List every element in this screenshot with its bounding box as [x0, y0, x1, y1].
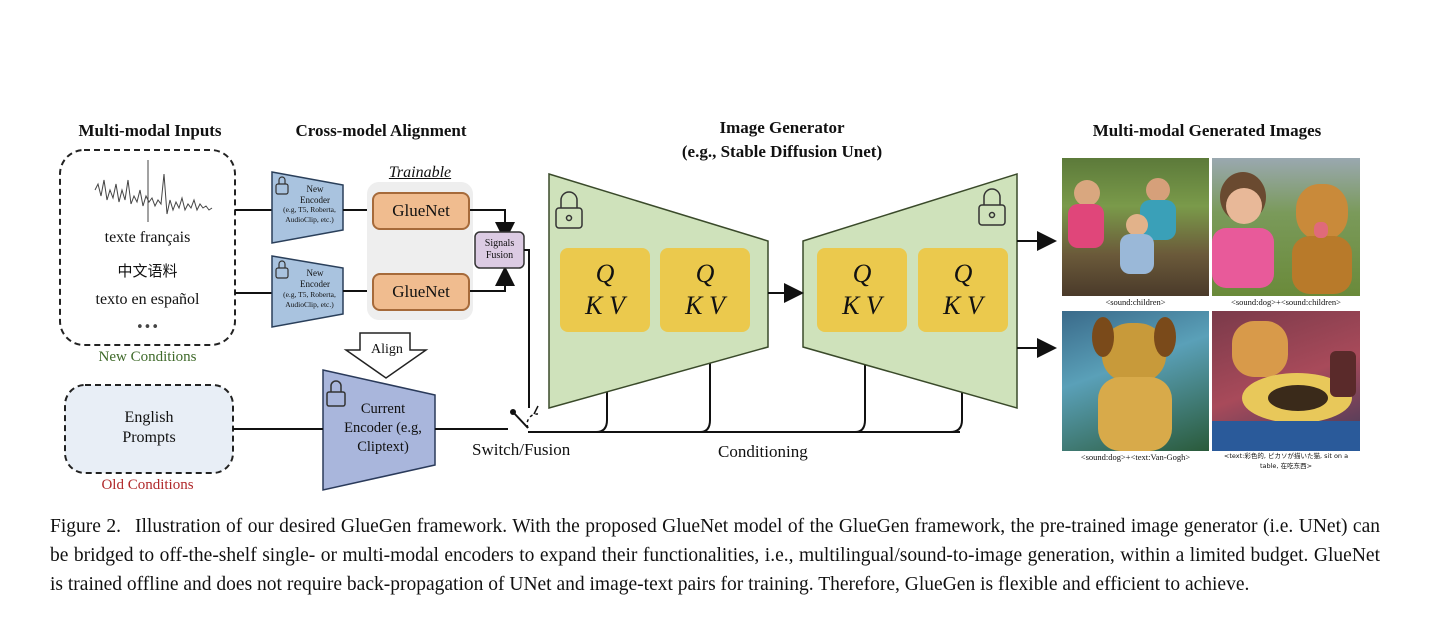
align-arrow	[343, 332, 429, 379]
header-generator-line2: (e.g., Stable Diffusion Unet)	[681, 142, 883, 161]
figure-label: Figure 2.	[50, 516, 121, 537]
signals-fusion-label: Signals Fusion	[484, 238, 515, 261]
generated-image-vangogh-dog	[1062, 311, 1209, 451]
new-conditions-label: New Conditions	[98, 349, 197, 365]
attention-block-4	[918, 248, 1008, 332]
switch-icon	[510, 405, 539, 429]
input-more: •••	[135, 320, 159, 335]
new-conditions-box	[59, 149, 236, 346]
caption-vangogh-dog: <sound:dog>+<text:Van-Gogh>	[1080, 452, 1191, 462]
align-label: Align	[371, 342, 403, 357]
input-french: texte français	[104, 229, 191, 246]
switch-fusion-label: Switch/Fusion	[472, 440, 571, 459]
unet-up-block	[802, 172, 1018, 409]
current-encoder	[322, 369, 436, 491]
old-conditions-label: Old Conditions	[101, 477, 194, 493]
new-encoder-1-examples: (e.g, T5, Roberta, AudioClip, etc.)	[283, 205, 336, 224]
unet-down-block	[548, 172, 769, 409]
attention-block-1	[560, 248, 650, 332]
new-encoder-2	[271, 255, 344, 328]
input-chinese: 中文语料	[117, 262, 178, 280]
caption-picasso-cat: <text:彩色的, ピカソが描いた猫, sit on a table, 在吃东…	[1223, 452, 1349, 470]
attention-block-3	[817, 248, 907, 332]
header-alignment: Cross-model Alignment	[295, 121, 467, 140]
generated-image-picasso-cat	[1212, 311, 1360, 451]
new-encoder-1-label: New Encoder	[300, 184, 330, 205]
attention-block-2	[660, 248, 750, 332]
input-spanish: texto en español	[95, 291, 200, 308]
english-line1: English	[124, 409, 174, 426]
current-encoder-label: Current Encoder (e.g, Cliptext)	[344, 401, 422, 455]
caption-children: <sound:children>	[1105, 297, 1166, 307]
english-line2: Prompts	[122, 429, 176, 446]
audio-waveform-icon	[94, 160, 213, 222]
new-encoder-1	[271, 171, 344, 244]
figure-caption-text: Illustration of our desired GlueGen fram…	[50, 516, 1380, 595]
caption-dog-children: <sound:dog>+<sound:children>	[1231, 297, 1341, 307]
gluenet-box-2: GlueNet	[372, 273, 470, 311]
new-encoder-2-label: New Encoder	[300, 268, 330, 289]
header-inputs: Multi-modal Inputs	[78, 121, 222, 140]
lock-icon	[555, 188, 1006, 229]
conditioning-label: Conditioning	[718, 442, 808, 461]
header-generator-line1: Image Generator	[719, 118, 845, 137]
figure-caption: Figure 2.Illustration of our desired Glu…	[50, 512, 1380, 599]
new-encoder-2-examples: (e.g, T5, Roberta, AudioClip, etc.)	[283, 290, 336, 309]
gluenet-box-1: GlueNet	[372, 192, 470, 230]
generated-image-dog-children	[1212, 158, 1360, 296]
trainable-label: Trainable	[388, 164, 452, 181]
header-outputs: Multi-modal Generated Images	[1092, 121, 1322, 140]
generated-image-children	[1062, 158, 1209, 296]
